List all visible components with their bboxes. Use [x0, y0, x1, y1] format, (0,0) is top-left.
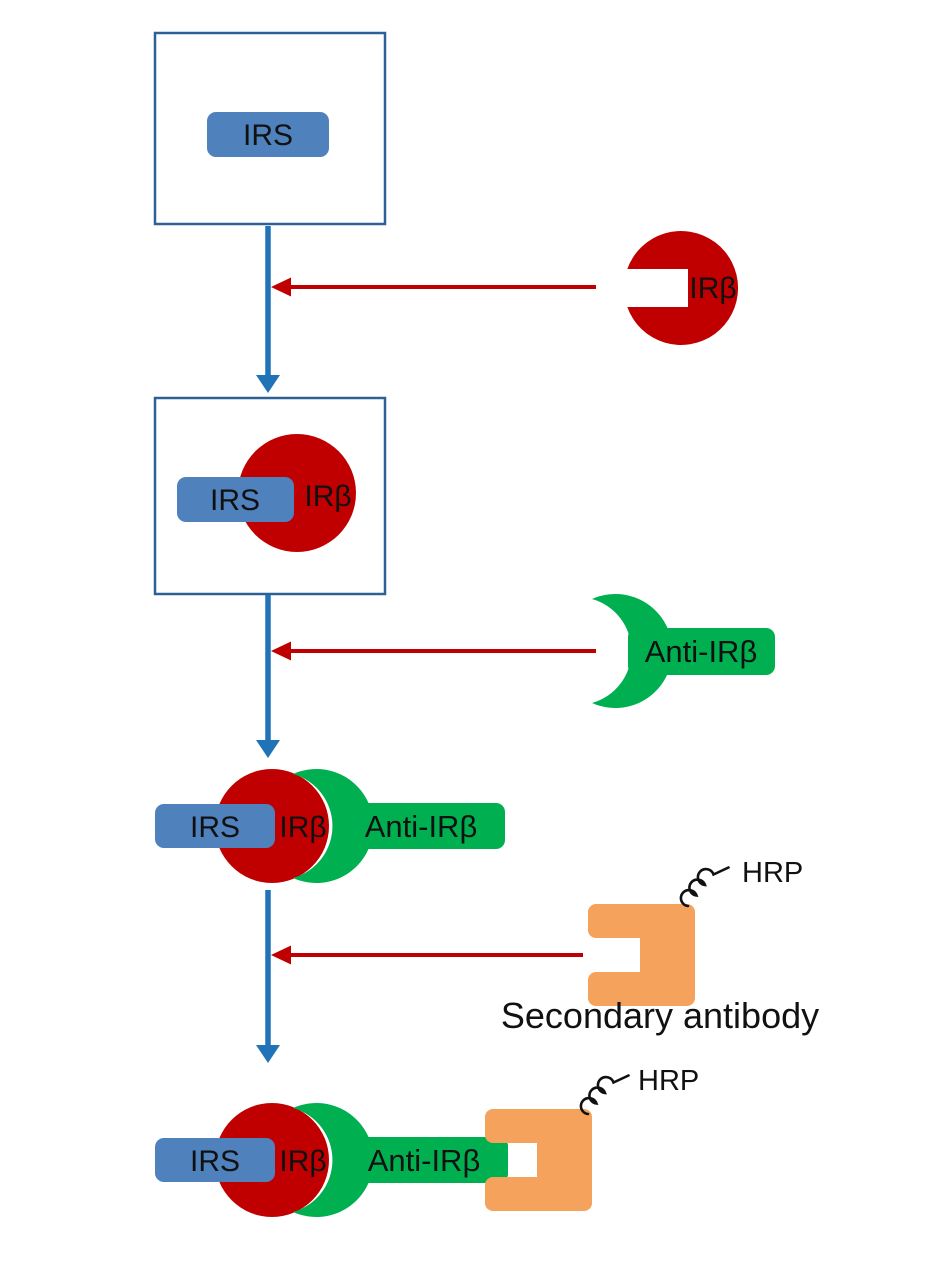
anti-irb-crescent-step4: [293, 1103, 374, 1217]
hrp-linker-coil-reagent: [679, 866, 730, 908]
step4-hrp-label: HRP: [638, 1065, 699, 1097]
step1-irs-label: IRS: [243, 119, 293, 152]
irb-pacman-shape: [627, 230, 739, 345]
hrp-linker-coil-step4: [579, 1074, 630, 1116]
step2-irs-chip: [177, 477, 294, 522]
step3-anti-irb-chip: [338, 803, 505, 849]
reagent-arrow-3-head: [271, 945, 291, 965]
step3-irs-label: IRS: [190, 811, 240, 844]
down-arrow-2-head: [256, 740, 280, 758]
down-arrow-3-head: [256, 1045, 280, 1063]
step1-irs-chip: [207, 112, 329, 157]
secondary-antibody-shape-step4: [485, 1109, 592, 1211]
step4-anti-irb-chip: [338, 1137, 508, 1183]
reagent-irb-label: IRβ: [689, 272, 736, 305]
step4-anti-irb-label: Anti-IRβ: [368, 1143, 481, 1178]
step4-irs-chip: [155, 1138, 275, 1182]
anti-irb-chip-reagent: [628, 628, 775, 675]
step2-irb-label: IRβ: [304, 480, 351, 513]
reagent-arrow-1-head: [271, 277, 291, 297]
reagent-hrp-label: HRP: [742, 857, 803, 889]
secondary-antibody-spine: [640, 904, 695, 1006]
reagent-arrow-2-head: [271, 641, 291, 661]
secondary-antibody-caption: Secondary antibody: [501, 995, 819, 1036]
step4-irb-label: IRβ: [279, 1145, 326, 1178]
secondary-antibody-spine: [537, 1109, 592, 1211]
step4-irs-label: IRS: [190, 1145, 240, 1178]
step2-irb-circle: [238, 434, 356, 552]
step3-anti-irb-label: Anti-IRβ: [365, 809, 478, 844]
step3-irb-label: IRβ: [279, 811, 326, 844]
down-arrow-1-head: [256, 375, 280, 393]
reagent-anti-irb-label: Anti-IRβ: [645, 634, 758, 669]
step2-irs-label: IRS: [210, 484, 260, 517]
step3-irs-chip: [155, 804, 275, 848]
secondary-antibody-shape-reagent: [588, 904, 695, 1006]
anti-irb-crescent-step3: [293, 769, 374, 883]
